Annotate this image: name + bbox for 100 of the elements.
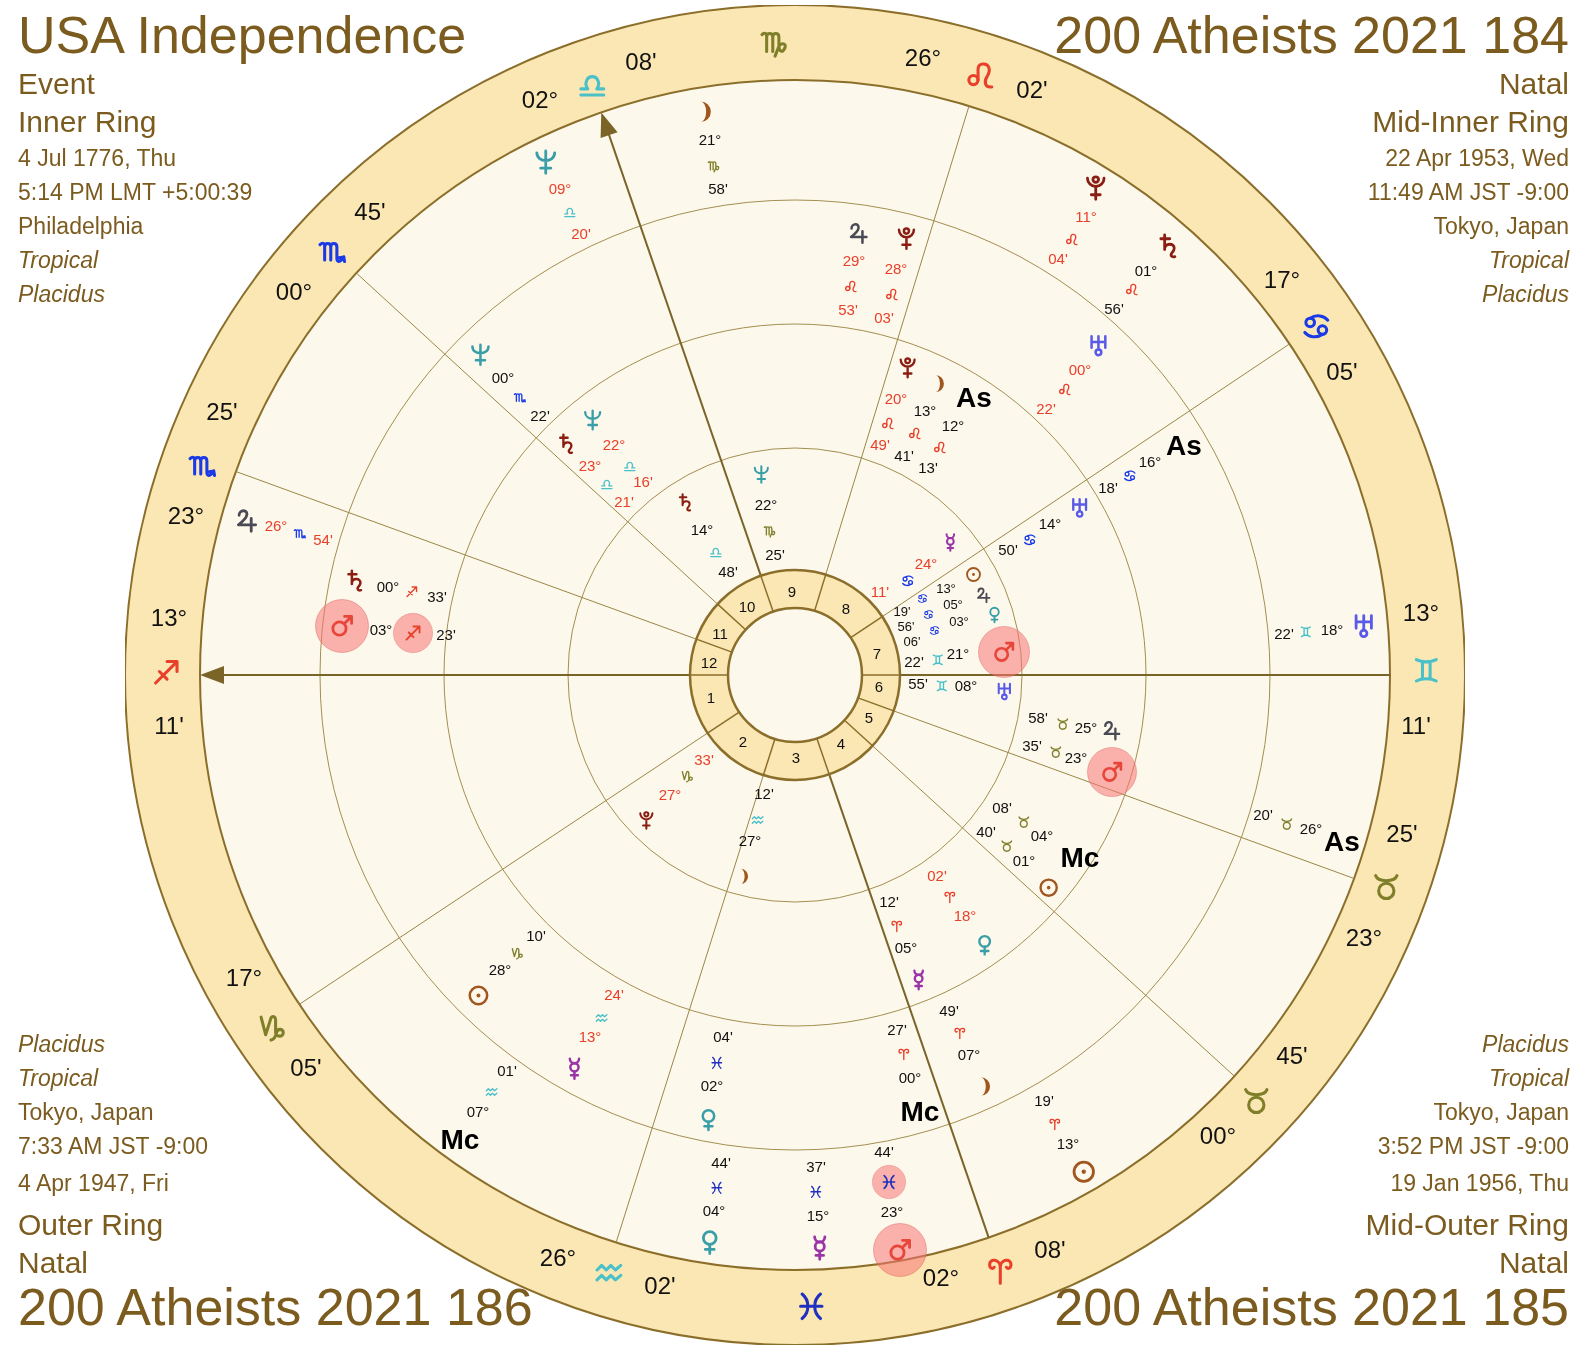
- chart-detail-text: Placidus: [1482, 282, 1569, 308]
- planet-position-text: 22': [530, 407, 550, 425]
- house-number: 12: [700, 654, 718, 672]
- planet-position-text: 19': [893, 604, 911, 620]
- planet-position-text: 23°: [880, 1203, 904, 1221]
- planet-position-text: 22°: [754, 496, 778, 514]
- chart-subtitle: Inner Ring: [18, 104, 157, 138]
- planet-position-text: 24': [604, 986, 624, 1004]
- planet-position-text: 06': [903, 634, 921, 650]
- cusp-position-text: 23°: [167, 502, 205, 530]
- planet-position-text: 27°: [658, 786, 682, 804]
- planet-position-text: 11': [870, 583, 890, 601]
- planet-position-text: 56': [1104, 300, 1124, 318]
- planet-position-text: 22': [904, 653, 924, 671]
- planet-position-text: 03': [874, 309, 894, 327]
- chart-subtitle: Mid-Inner Ring: [1372, 104, 1569, 138]
- planet-position-text: 23°: [1064, 749, 1088, 767]
- planet-position-text: 04': [713, 1028, 733, 1046]
- chart-detail-text: Tropical: [1488, 1066, 1569, 1092]
- planet-position-text: 22°: [602, 436, 626, 454]
- chart-detail-text: Tropical: [18, 1066, 99, 1092]
- chart-detail-text: 4 Jul 1776, Thu: [18, 146, 177, 172]
- planet-position-text: 50': [998, 541, 1018, 559]
- planet-position-text: 33': [694, 751, 714, 769]
- planet-position-text: 58': [1028, 709, 1048, 727]
- planet-position-text: 16°: [1138, 453, 1162, 471]
- cusp-position-text: 02°: [922, 1264, 960, 1292]
- chart-subtitle: Natal: [18, 1245, 89, 1279]
- cusp-position-text: 05': [290, 1054, 322, 1082]
- planet-position-text: 28°: [884, 260, 908, 278]
- chart-subtitle: Outer Ring: [18, 1207, 164, 1241]
- planet-position-text: 09°: [548, 180, 572, 198]
- chart-subtitle: Natal: [1498, 66, 1569, 100]
- chart-detail-text: 5:14 PM LMT +5:00:39: [18, 180, 253, 206]
- planet-position-text: 49': [870, 436, 890, 454]
- planet-position-text: 21': [614, 493, 634, 511]
- planet-position-text: 01°: [1134, 262, 1158, 280]
- cusp-position-text: 25': [206, 398, 238, 426]
- cusp-position-text: 45': [1276, 1042, 1308, 1070]
- house-number: 4: [836, 735, 846, 753]
- planet-position-text: 48': [718, 563, 738, 581]
- planet-position-text: 40': [976, 823, 996, 841]
- angle-label: Mc: [900, 1096, 940, 1128]
- cusp-position-text: 26°: [904, 44, 942, 72]
- planet-position-text: 00°: [898, 1069, 922, 1087]
- cusp-position-text: 13°: [150, 604, 188, 632]
- planet-position-text: 08': [992, 799, 1012, 817]
- house-number: 6: [874, 678, 884, 696]
- planet-position-text: 00°: [491, 369, 515, 387]
- chart-title: 200 Atheists 2021 184: [1054, 7, 1569, 65]
- planet-position-text: 04': [1048, 250, 1068, 268]
- planet-position-text: 20': [1253, 806, 1273, 824]
- planet-position-text: 01': [497, 1062, 517, 1080]
- planet-position-text: 23°: [578, 457, 602, 475]
- planet-position-text: 25°: [1074, 719, 1098, 737]
- angle-label: Mc: [1060, 842, 1100, 874]
- planet-position-text: 33': [427, 588, 447, 606]
- planet-position-text: 20°: [884, 390, 908, 408]
- planet-position-text: 22': [1036, 400, 1056, 418]
- planet-position-text: 13°: [1056, 1135, 1080, 1153]
- planet-position-text: 00°: [1068, 361, 1092, 379]
- planet-position-text: 12': [879, 893, 899, 911]
- chart-detail-text: 4 Apr 1947, Fri: [18, 1171, 169, 1197]
- planet-position-text: 00°: [376, 578, 400, 596]
- planet-position-text: 13': [918, 459, 938, 477]
- cusp-position-text: 11': [1401, 712, 1431, 740]
- house-number: 11: [712, 625, 728, 643]
- planet-position-text: 08°: [954, 677, 978, 695]
- planet-position-text: 03°: [949, 614, 969, 630]
- cusp-position-text: 08': [625, 48, 657, 76]
- planet-position-text: 27°: [738, 832, 762, 850]
- house-number: 9: [787, 583, 797, 601]
- house-number: 5: [864, 709, 874, 727]
- planet-position-text: 16': [633, 473, 653, 491]
- planet-position-text: 24°: [914, 555, 938, 573]
- planet-position-text: 54': [313, 531, 333, 549]
- planet-position-text: 37': [806, 1158, 826, 1176]
- chart-detail-text: 22 Apr 1953, Wed: [1385, 146, 1569, 172]
- house-number: 1: [706, 689, 716, 707]
- chart-detail-text: 7:33 AM JST -9:00: [18, 1134, 209, 1160]
- angle-label: Mc: [440, 1124, 480, 1156]
- planet-position-text: 25': [765, 546, 785, 564]
- planet-position-text: 13°: [936, 581, 956, 597]
- chart-detail-text: Tokyo, Japan: [1433, 1100, 1569, 1126]
- planet-position-text: 58': [708, 180, 728, 198]
- planet-position-text: 15°: [806, 1207, 830, 1225]
- chart-detail-text: 3:52 PM JST -9:00: [1377, 1134, 1569, 1160]
- planet-position-text: 49': [939, 1002, 959, 1020]
- house-number: 2: [738, 733, 748, 751]
- chart-detail-text: 19 Jan 1956, Thu: [1390, 1171, 1569, 1197]
- planet-position-text: 53': [838, 301, 858, 319]
- cusp-position-text: 11': [154, 712, 184, 740]
- angle-label: As: [1324, 826, 1360, 858]
- planet-position-text: 41': [894, 447, 914, 465]
- planet-position-text: 11°: [1075, 208, 1097, 226]
- planet-position-text: 02°: [700, 1077, 724, 1095]
- planet-position-text: 23': [436, 626, 456, 644]
- planet-position-text: 26°: [264, 517, 288, 535]
- planet-position-text: 10': [526, 927, 546, 945]
- chart-detail-text: Placidus: [18, 1032, 105, 1058]
